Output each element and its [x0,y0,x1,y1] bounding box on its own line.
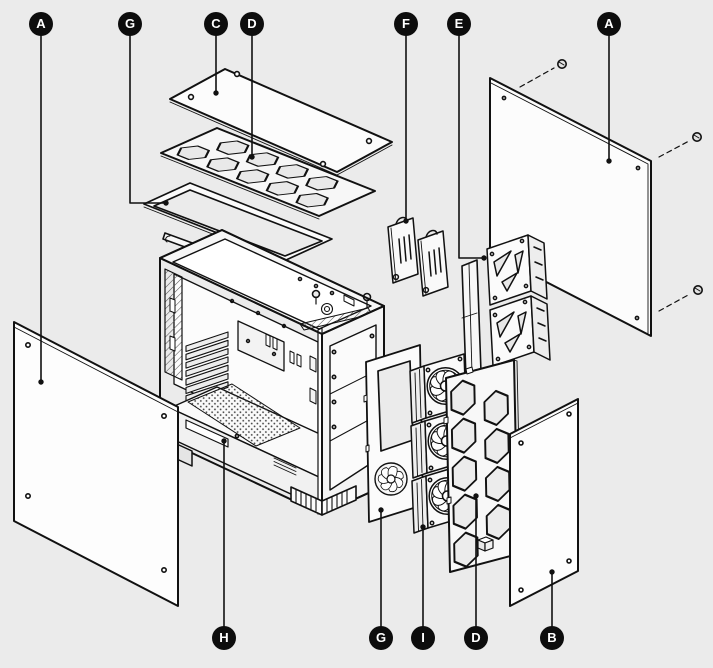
callout-badge-side-panel-right: A [597,12,621,36]
leader-line-e [458,35,483,259]
leader-dot [403,218,409,224]
panel-screw-hole [501,95,507,101]
rear-vent-strip [164,268,183,381]
leader-dot [249,154,255,160]
fan-brackets [486,234,551,367]
callout-badge-psu-shroud: H [212,626,236,650]
argb-connector [477,536,494,552]
callout-badge-fan-brackets: E [447,12,471,36]
thumbscrews [519,58,703,312]
leader-dot [473,493,479,499]
callout-badge-front-frame: G [369,626,393,650]
callout-badge-front-fans: I [411,626,435,650]
leader-line-g-top [129,35,164,204]
thumbscrew-icon [692,284,703,295]
left-side-panel [13,321,179,607]
callout-badge-front-panel: B [540,626,564,650]
callout-badge-top-filter-frame: G [118,12,142,36]
leader-dot [38,379,44,385]
leader-dot [221,438,227,444]
thumbscrew-icon [556,58,567,69]
leader-dot [378,507,384,513]
front-hex-panel [443,359,522,573]
front-panel [509,398,579,607]
front-frame [363,344,424,523]
callout-badge-top-hex-filter: D [240,12,264,36]
shroud-slot [185,419,229,448]
callout-badge-side-panel-left: A [29,12,53,36]
leader-lines [38,35,612,627]
callout-badge-top-panel: C [204,12,228,36]
leader-dot [163,200,169,206]
callout-badge-ssd-trays: F [394,12,418,36]
leader-dot [213,90,219,96]
captive-fan [374,462,408,496]
ssd-trays [387,216,449,297]
top-hex-filter [160,127,376,220]
leader-dot [549,569,555,575]
panel-screw-hole [635,165,641,171]
callout-badge-front-hex-panel: D [464,626,488,650]
leader-dot [420,524,426,530]
chassis [159,229,385,516]
cable-coil [320,302,334,316]
thumbscrew-icon [691,132,702,143]
leader-dot [606,158,612,164]
leader-dot [481,255,487,261]
panel-screw-hole [634,315,640,321]
shroud-mesh [187,383,301,447]
